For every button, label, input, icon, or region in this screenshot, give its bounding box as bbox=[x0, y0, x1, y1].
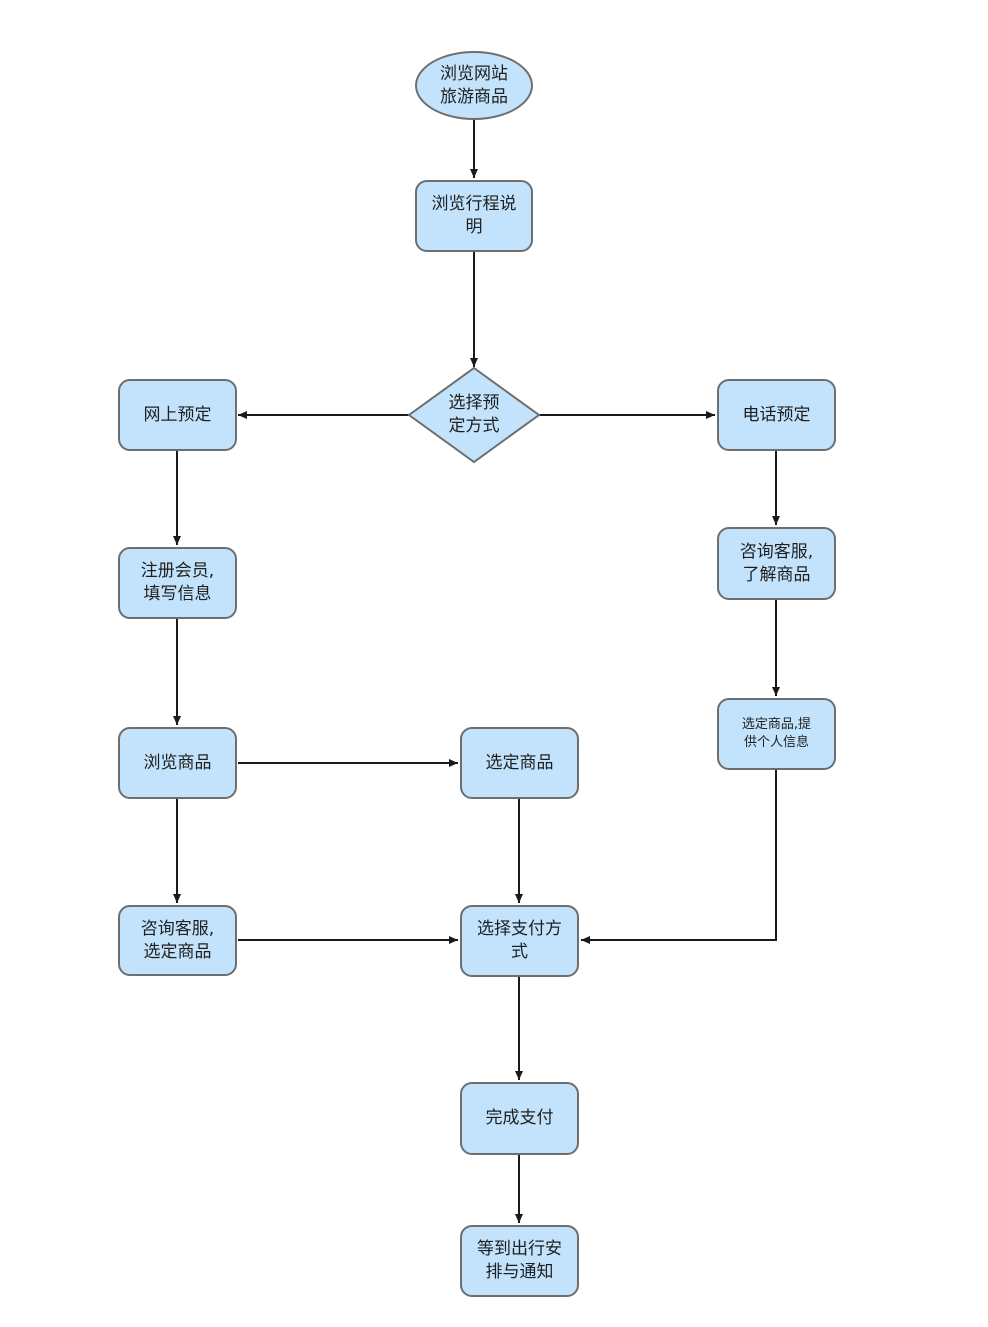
start-node-browse-site: 浏览网站 旅游商品 bbox=[415, 51, 533, 120]
node-label: 注册会员, 填写信息 bbox=[140, 561, 215, 604]
node-label: 浏览商品 bbox=[143, 752, 212, 773]
node-choose-payment: 选择支付方 式 bbox=[460, 905, 579, 977]
end-node-wait-notice: 等到出行安 排与通知 bbox=[460, 1225, 579, 1297]
node-label: 电话预定 bbox=[742, 404, 811, 425]
node-label: 浏览行程说 明 bbox=[431, 194, 517, 237]
node-online-booking: 网上预定 bbox=[118, 379, 237, 451]
node-label: 网上预定 bbox=[143, 404, 212, 425]
node-browse-goods: 浏览商品 bbox=[118, 727, 237, 799]
node-select-goods: 选定商品 bbox=[460, 727, 579, 799]
node-consult-select: 咨询客服, 选定商品 bbox=[118, 905, 237, 976]
node-complete-payment: 完成支付 bbox=[460, 1082, 579, 1155]
node-label: 等到出行安 排与通知 bbox=[477, 1239, 562, 1282]
decision-choose-booking: 选择预 定方式 bbox=[409, 368, 539, 462]
node-phone-booking: 电话预定 bbox=[717, 379, 836, 451]
node-label: 选择支付方 式 bbox=[477, 919, 562, 962]
node-register: 注册会员, 填写信息 bbox=[118, 547, 237, 619]
node-consult-understand: 咨询客服, 了解商品 bbox=[717, 527, 836, 600]
node-label: 选定商品 bbox=[485, 752, 554, 773]
node-browse-itinerary: 浏览行程说 明 bbox=[415, 180, 533, 252]
node-label: 咨询客服, 选定商品 bbox=[140, 918, 215, 962]
node-select-provide-info: 选定商品,提 供个人信息 bbox=[717, 698, 836, 770]
node-label: 选定商品,提 供个人信息 bbox=[741, 717, 812, 750]
decision-diamond bbox=[407, 366, 541, 464]
node-label: 咨询客服, 了解商品 bbox=[739, 541, 814, 585]
node-label: 完成支付 bbox=[485, 1108, 554, 1128]
edge-provide-info-to-payment bbox=[581, 770, 777, 944]
node-label: 浏览网站 旅游商品 bbox=[440, 63, 508, 107]
decision-label: 选择预 定方式 bbox=[448, 393, 500, 436]
